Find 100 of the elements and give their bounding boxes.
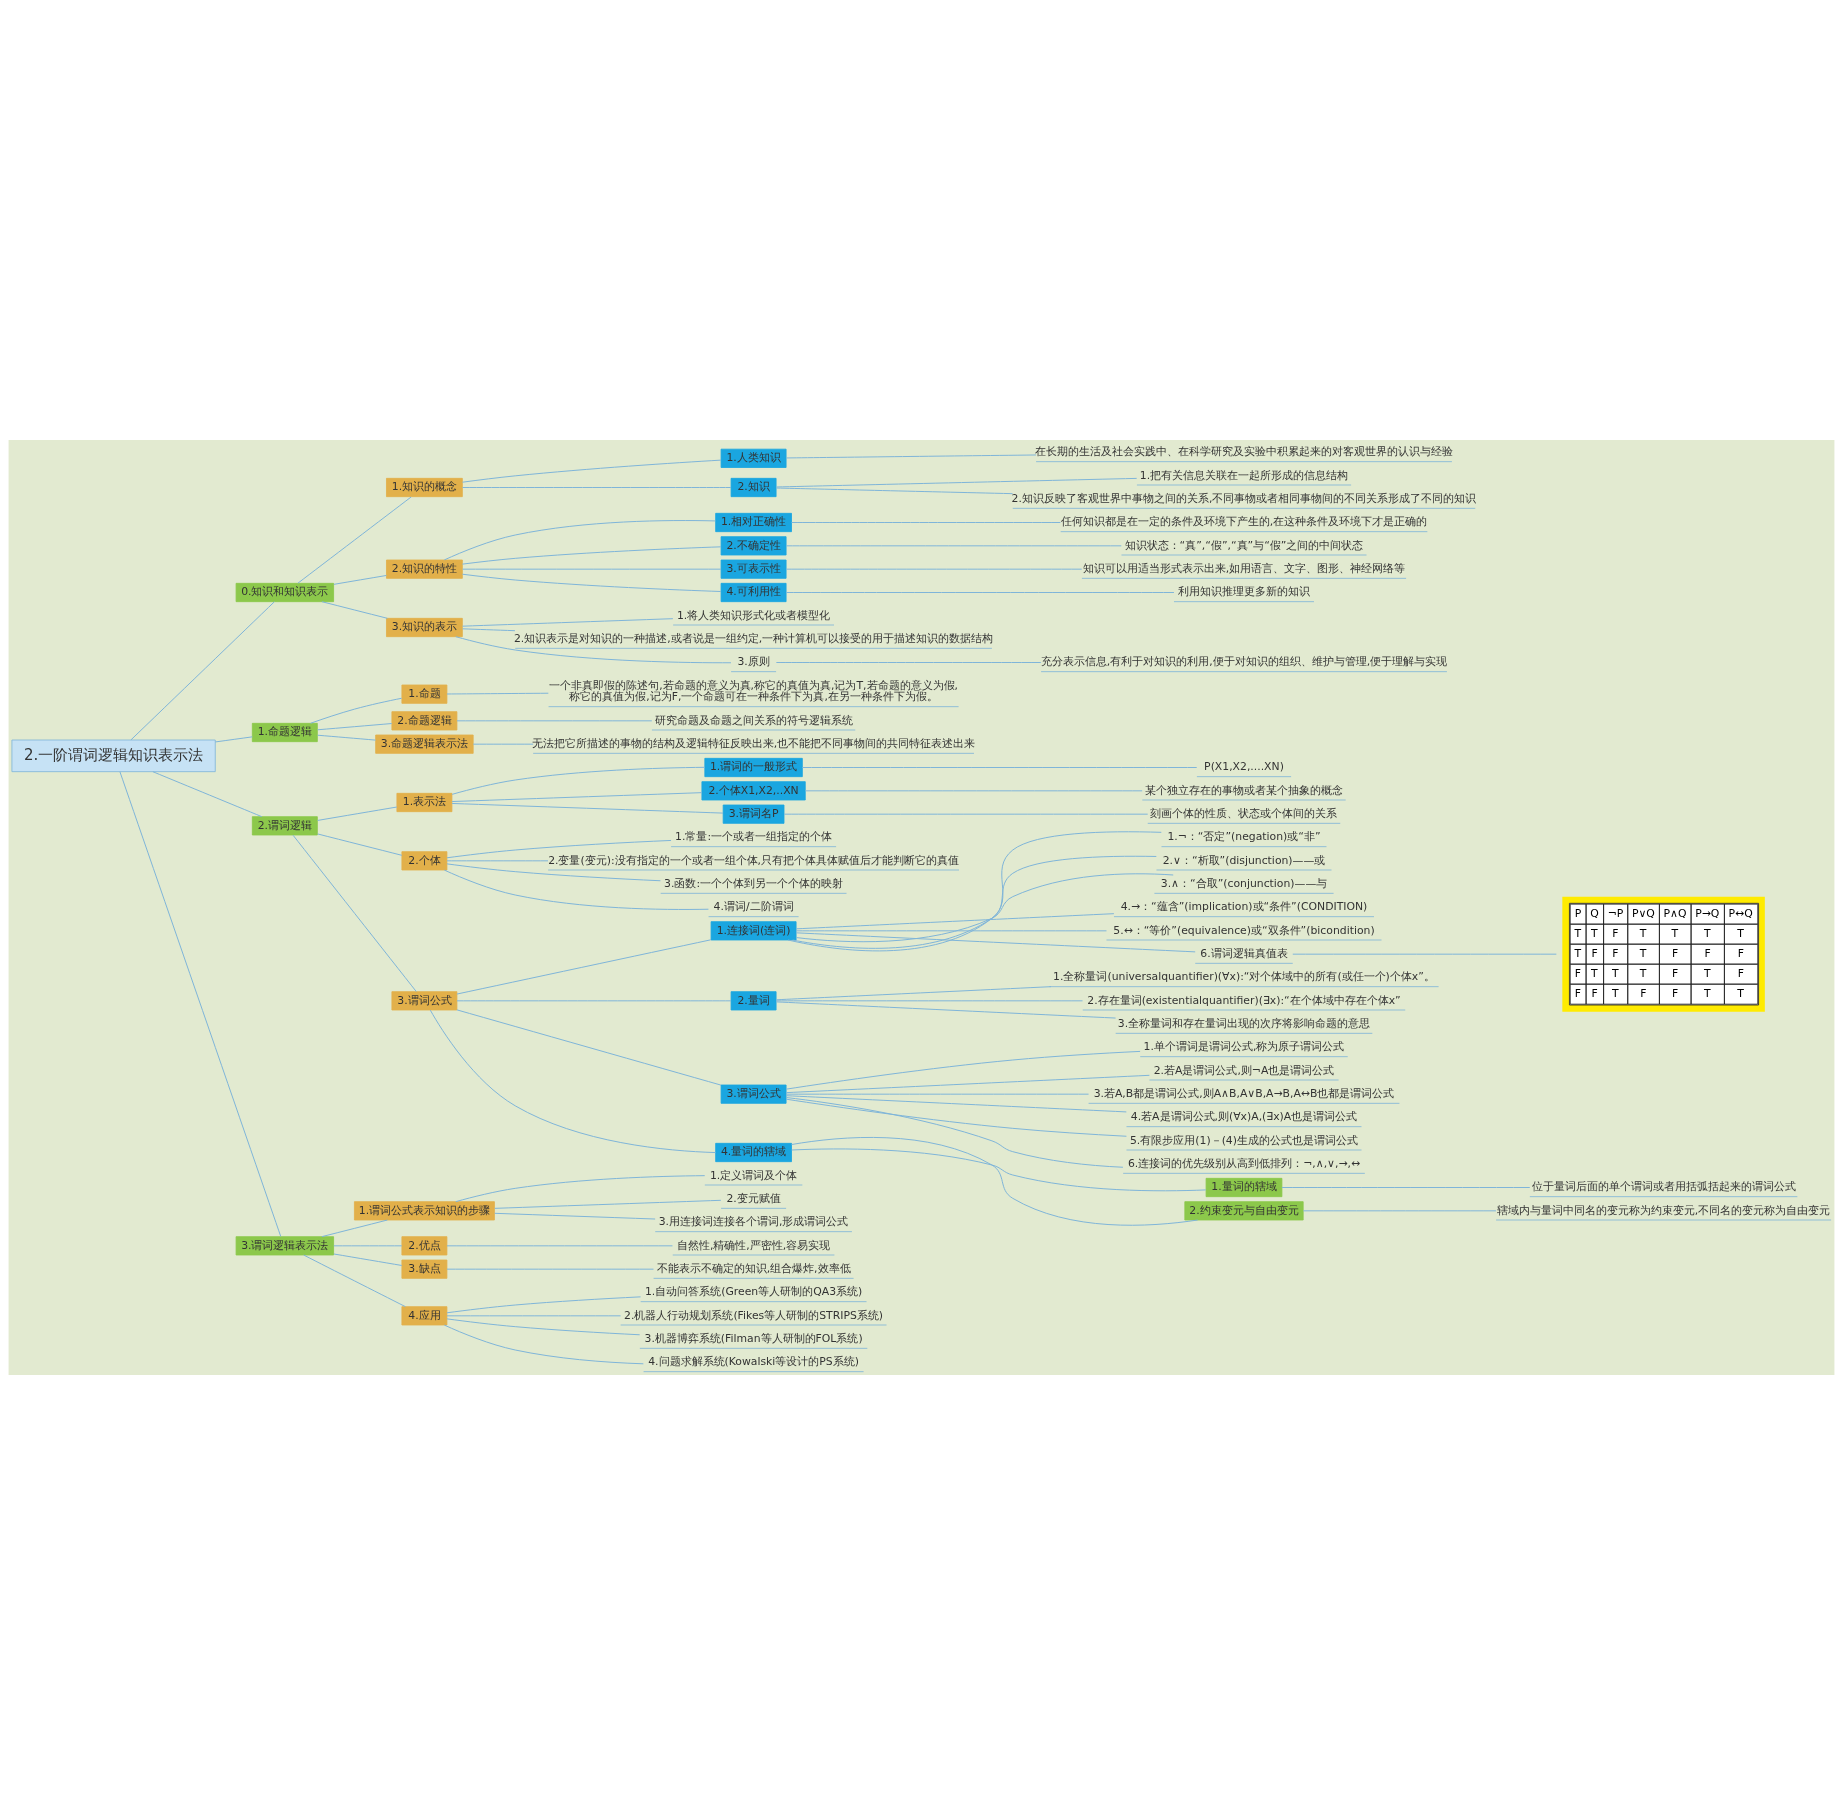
node-box: 3.谓词逻辑表示法 bbox=[235, 1235, 334, 1255]
connector bbox=[214, 735, 253, 742]
connector bbox=[462, 617, 674, 627]
node-box: 2.知识 bbox=[730, 477, 777, 497]
node-box: 4.应用 bbox=[401, 1305, 448, 1325]
connector bbox=[446, 1314, 622, 1316]
node-text: 不能表示不确定的知识,组合爆炸,效率低 bbox=[656, 1261, 851, 1275]
connector bbox=[791, 521, 1061, 523]
node-box: 1.连接词(连词) bbox=[710, 920, 797, 940]
node-text: 5.有限步应用(1)－(4)生成的公式也是谓词公式 bbox=[1129, 1133, 1359, 1147]
connector bbox=[152, 770, 263, 817]
connector bbox=[1302, 1209, 1497, 1211]
label: T bbox=[1704, 986, 1711, 1000]
node-box: 2.谓词逻辑 bbox=[251, 815, 318, 835]
node-text: 充分表示信息,有利于对知识的利用,便于对知识的组织、维护与管理,便于理解与实现 bbox=[1040, 654, 1448, 668]
node-text: 3.全称量词和存在量词出现的次序将影响命题的意思 bbox=[1117, 1016, 1371, 1030]
connector bbox=[785, 591, 1175, 593]
connector bbox=[321, 1219, 388, 1237]
node-box: 2.约束变元与自由变元 bbox=[1184, 1200, 1304, 1220]
node-box: 3.谓词公式 bbox=[391, 990, 458, 1010]
node-picture bbox=[1562, 896, 1765, 1012]
label: P→Q bbox=[1695, 906, 1720, 920]
node-text: 1.单个谓词是谓词公式,称为原子谓词公式 bbox=[1143, 1039, 1345, 1053]
label: P∧Q bbox=[1663, 906, 1687, 920]
connector bbox=[775, 1000, 1117, 1019]
node-text: 任何知识都是在一定的条件及环境下产生的,在这种条件及环境下才是正确的 bbox=[1060, 514, 1428, 528]
connector bbox=[292, 834, 417, 992]
node-text: 无法把它所描述的事物的结构及逻辑特征反映出来,也不能把不同事物间的共同特征表述出来 bbox=[531, 736, 976, 750]
node-box: 1.量词的辖域 bbox=[1205, 1177, 1283, 1197]
node-text: 1.把有关信息关联在一起所形成的信息结构 bbox=[1139, 468, 1349, 482]
connector bbox=[494, 1199, 722, 1209]
node-text: 位于量词后面的单个谓词或者用括弧括起来的谓词公式 bbox=[1531, 1179, 1796, 1193]
connector bbox=[787, 830, 1162, 951]
label: ¬P bbox=[1607, 906, 1624, 920]
label: T bbox=[1737, 926, 1744, 940]
connector bbox=[446, 859, 549, 861]
node-text: 利用知识推理更多新的知识 bbox=[1178, 584, 1310, 598]
node-text: 3.函数:一个个体到另一个个体的映射 bbox=[664, 876, 844, 890]
node-box: 2.知识的特性 bbox=[386, 559, 463, 579]
connector bbox=[472, 743, 534, 745]
connector bbox=[455, 635, 732, 663]
node-text: 1.常量:一个或者一组指定的个体 bbox=[675, 829, 833, 843]
node-box: 3.知识的表示 bbox=[386, 617, 463, 637]
node-text: 辖域内与量词中同名的变元称为约束变元,不同名的变元称为自由变元 bbox=[1496, 1203, 1831, 1217]
connector bbox=[785, 1074, 1150, 1093]
label: T bbox=[1574, 946, 1582, 960]
label: P↔Q bbox=[1728, 906, 1753, 920]
connector bbox=[451, 766, 706, 795]
connector bbox=[446, 1295, 642, 1313]
node-box: 2.个体X1,X2,..XN bbox=[701, 780, 806, 800]
connector bbox=[775, 661, 1042, 663]
node-text: 某个独立存在的事物或者某个抽象的概念 bbox=[1145, 783, 1343, 797]
label: T bbox=[1591, 966, 1598, 980]
connector bbox=[443, 519, 716, 560]
node-text: 4.谓词/二阶谓词 bbox=[713, 899, 794, 913]
label: F bbox=[1574, 966, 1582, 980]
node-text: 2.若A是谓词公式,则¬A也是谓词公式 bbox=[1153, 1063, 1335, 1077]
label: F bbox=[1737, 946, 1744, 960]
node-text: 2.知识表示是对知识的一种描述,或者说是一组约定,一种计算机可以接受的用于描述知识的数据结构 bbox=[513, 631, 994, 645]
node-box: 4.量词的辖域 bbox=[715, 1142, 792, 1162]
label: P∨Q bbox=[1631, 906, 1655, 920]
connector bbox=[130, 600, 275, 740]
connector bbox=[446, 862, 661, 881]
connector bbox=[455, 1174, 706, 1202]
node-box: 2.一阶谓词逻辑知识表示法 bbox=[11, 739, 216, 772]
connector bbox=[795, 872, 1174, 942]
connector bbox=[446, 839, 672, 858]
node-text: 6.连接词的优先级别从高到低排列：¬,∧,∨,→,↔ bbox=[1127, 1156, 1361, 1170]
connector bbox=[443, 1324, 644, 1364]
node-box: 3.可表示性 bbox=[720, 559, 787, 579]
connector bbox=[456, 938, 712, 995]
connector bbox=[795, 912, 1115, 929]
node-text: 刻画个体的性质、状态或个体间的关系 bbox=[1150, 806, 1338, 820]
node-text: 3.用连接词连接各个谓词,形成谓词公式 bbox=[658, 1214, 849, 1228]
node-box: 2.不确定性 bbox=[720, 535, 787, 555]
node-text: 6.谓词逻辑真值表 bbox=[1200, 946, 1288, 960]
connector bbox=[446, 1244, 673, 1246]
connector bbox=[785, 1098, 1127, 1137]
label: T bbox=[1704, 926, 1711, 940]
connector bbox=[801, 766, 1198, 768]
label: F bbox=[1704, 946, 1711, 960]
label: T bbox=[1704, 966, 1711, 980]
node-text: 2.变元赋值 bbox=[726, 1191, 781, 1205]
node-box: 1.命题 bbox=[401, 684, 448, 704]
node-box: 3.谓词公式 bbox=[720, 1084, 787, 1104]
connector bbox=[451, 791, 703, 802]
node-box: 2.个体 bbox=[401, 850, 448, 870]
connector bbox=[791, 1147, 1207, 1191]
node-text: P(X1,X2,....XN) bbox=[1204, 759, 1284, 773]
node-box: 0.知识和知识表示 bbox=[235, 582, 334, 602]
node-text: 2.知识反映了客观世界中事物之间的关系,不同事物或者相同事物间的不同关系形成了不同的知识 bbox=[1011, 491, 1477, 505]
connector bbox=[775, 477, 1138, 487]
node-box: 1.表示法 bbox=[396, 792, 453, 812]
node-text: 一个非真即假的陈述句,若命题的意义为真,称它的真值为真,记为T,若命题的意义为假,称它的真值为假,记为F,一个命题可在一种条件下为真,在另一种条件下为假。 bbox=[549, 678, 958, 703]
connector bbox=[791, 1136, 1199, 1226]
connector bbox=[462, 486, 732, 488]
node-box: 1.人类知识 bbox=[720, 448, 787, 468]
connector bbox=[785, 544, 1122, 546]
label: F bbox=[1612, 946, 1619, 960]
connector bbox=[446, 1268, 654, 1270]
